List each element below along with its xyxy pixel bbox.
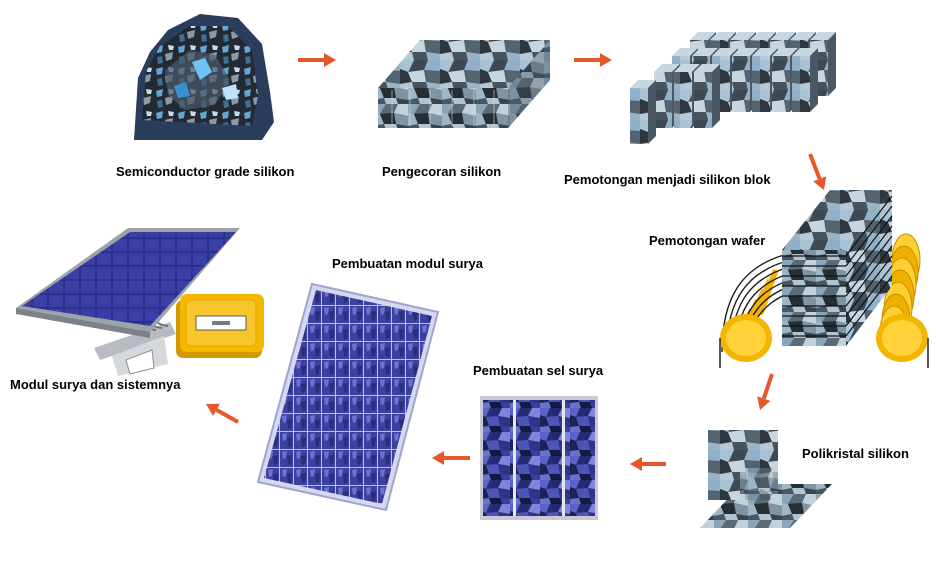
flow-arrow — [808, 153, 827, 190]
flow-arrow — [630, 457, 666, 471]
flow-arrow — [432, 451, 470, 465]
label-polycrystal: Polikristal silikon — [802, 446, 909, 461]
silicon-block — [694, 64, 720, 128]
silicon-block — [792, 48, 818, 112]
wafer-cutting-illustration — [719, 190, 929, 368]
solar-system-illustration — [16, 228, 264, 376]
flow-arrow — [298, 53, 336, 67]
flow-arrow — [757, 373, 774, 410]
blocks-illustration — [630, 32, 836, 144]
solar-cell-illustration — [480, 396, 598, 520]
flow-arrows — [206, 53, 827, 471]
polycrystal-illustration — [700, 430, 832, 528]
label-block-cutting: Pemotongan menjadi silikon blok — [564, 172, 771, 187]
label-solar-module: Pembuatan modul surya — [332, 256, 483, 271]
label-casting: Pengecoran silikon — [382, 164, 502, 179]
label-solar-system: Modul surya dan sistemnya — [10, 377, 181, 392]
flow-arrow — [574, 53, 612, 67]
casting-illustration — [378, 40, 550, 128]
raw-silicon-illustration — [134, 14, 274, 140]
solar-module-illustration — [256, 282, 440, 512]
silicon-block — [630, 80, 656, 144]
label-solar-cell: Pembuatan sel surya — [473, 363, 604, 378]
label-raw-silicon: Semiconductor grade silikon — [116, 164, 295, 179]
flow-arrow — [206, 403, 239, 424]
label-wafer-cutting: Pemotongan wafer — [649, 233, 766, 248]
